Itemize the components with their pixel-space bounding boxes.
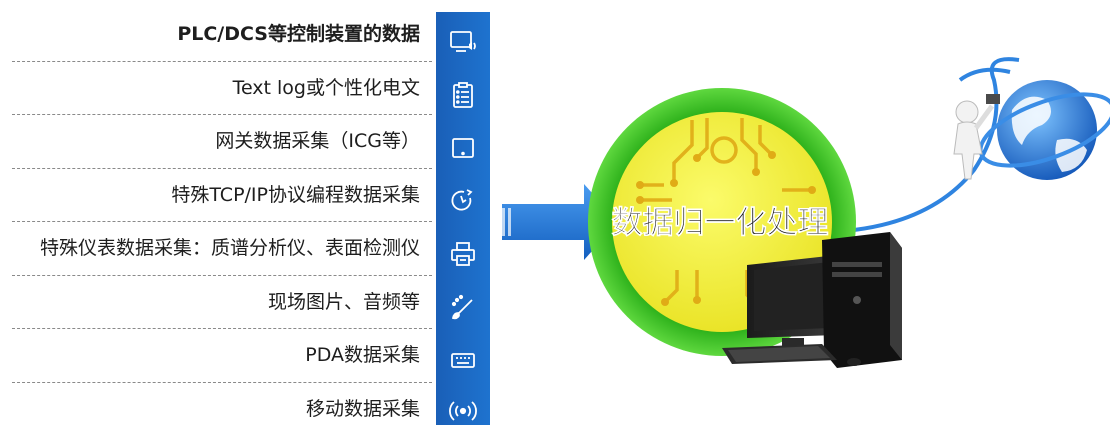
source-list: PLC/DCS等控制装置的数据 Text log或个性化电文 网关数据采集（IC… (0, 8, 492, 436)
item-label: 特殊TCP/IP协议编程数据采集 (171, 169, 420, 223)
keyboard-icon (441, 340, 485, 380)
timer-arrow-icon (441, 181, 485, 221)
item-label: PDA数据采集 (305, 329, 420, 383)
list-item: Text log或个性化电文 (0, 62, 492, 116)
list-item: PLC/DCS等控制装置的数据 (0, 8, 492, 62)
item-label: 网关数据采集（ICG等） (215, 115, 420, 169)
item-label: 现场图片、音频等 (268, 276, 420, 330)
wireless-signal-icon (441, 391, 485, 431)
list-item: 现场图片、音频等 (0, 276, 492, 330)
list-item: 特殊TCP/IP协议编程数据采集 (0, 169, 492, 223)
paint-brush-icon (441, 287, 485, 327)
item-label: Text log或个性化电文 (233, 62, 420, 116)
list-item: 网关数据采集（ICG等） (0, 115, 492, 169)
item-label: 特殊仪表数据采集：质谱分析仪、表面检测仪 (40, 222, 420, 276)
item-label: PLC/DCS等控制装置的数据 (177, 8, 420, 62)
item-label: 移动数据采集 (306, 383, 420, 436)
printer-icon (441, 234, 485, 274)
clipboard-list-icon (441, 75, 485, 115)
list-item: 移动数据采集 (0, 383, 492, 436)
monitor-speaker-icon (441, 22, 485, 62)
processing-illustration: 数据归一化处理 (492, 0, 1110, 425)
list-item: 特殊仪表数据采集：质谱分析仪、表面检测仪 (0, 222, 492, 276)
list-item: PDA数据采集 (0, 329, 492, 383)
center-label: 数据归一化处理 (612, 205, 829, 241)
tablet-icon (441, 128, 485, 168)
